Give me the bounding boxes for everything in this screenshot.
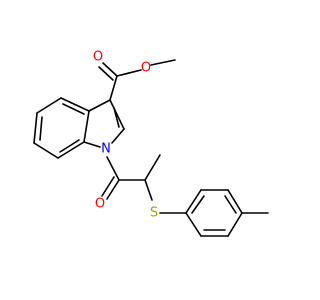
bond-aryl-c3-c4 [227,189,243,214]
bond-c6-c7 [33,142,59,159]
atom-label-s-thioether: S [150,206,158,221]
bond-ester-carbonyl-outer [102,62,118,77]
atom-label-layer: O O N O S [93,50,158,221]
bond-alpha-methyl [144,154,161,181]
atom-label-o-ether-ester: O [141,61,151,76]
bond-c3-c2-inner [113,107,120,128]
bond-c3-c3a [88,99,111,112]
bond-c5-c6 [33,112,38,144]
atom-label-n-indole: N [101,142,111,157]
bond-alpha-sulfur [144,179,153,201]
bond-c5-c6-inner [39,116,43,141]
bond-acyl-carbonyl-inner [101,176,115,197]
bond-aryl-c1-c2-inner [191,195,205,214]
bond-n1-acyl-carbon [106,156,120,181]
bond-c3-c2-outer [109,99,125,130]
bond-aryl-c1-c2 [185,189,202,214]
bond-n1-c7a [83,141,101,148]
atom-label-o-carbonyl-ester: O [93,50,103,65]
bond-c7-c7a [57,141,85,159]
bond-c7-c7a-inner [59,139,80,153]
bond-aryl-c6-c1 [185,212,202,237]
bond-c3a-c4-inner [62,103,85,115]
molecule-structure-diagram: O O N O S [33,50,269,237]
bond-c3a-c7a [83,110,90,143]
bond-layer [33,59,269,237]
bond-c4-c5 [36,97,62,114]
bond-oxygen-methyl [150,59,176,66]
bond-aryl-c3-c4-inner [224,195,237,214]
bond-c3-ester-carbon [109,75,118,101]
bond-ester-carbon-oxygen [116,69,142,77]
bond-ester-carbonyl-inner [98,66,114,81]
bond-c3a-c4 [60,97,90,112]
bond-acyl-carbonyl-outer [106,179,120,200]
bond-aryl-c4-c5 [227,212,243,237]
atom-label-o-carbonyl-amide: O [95,197,105,212]
bond-c2-n1 [111,128,125,144]
